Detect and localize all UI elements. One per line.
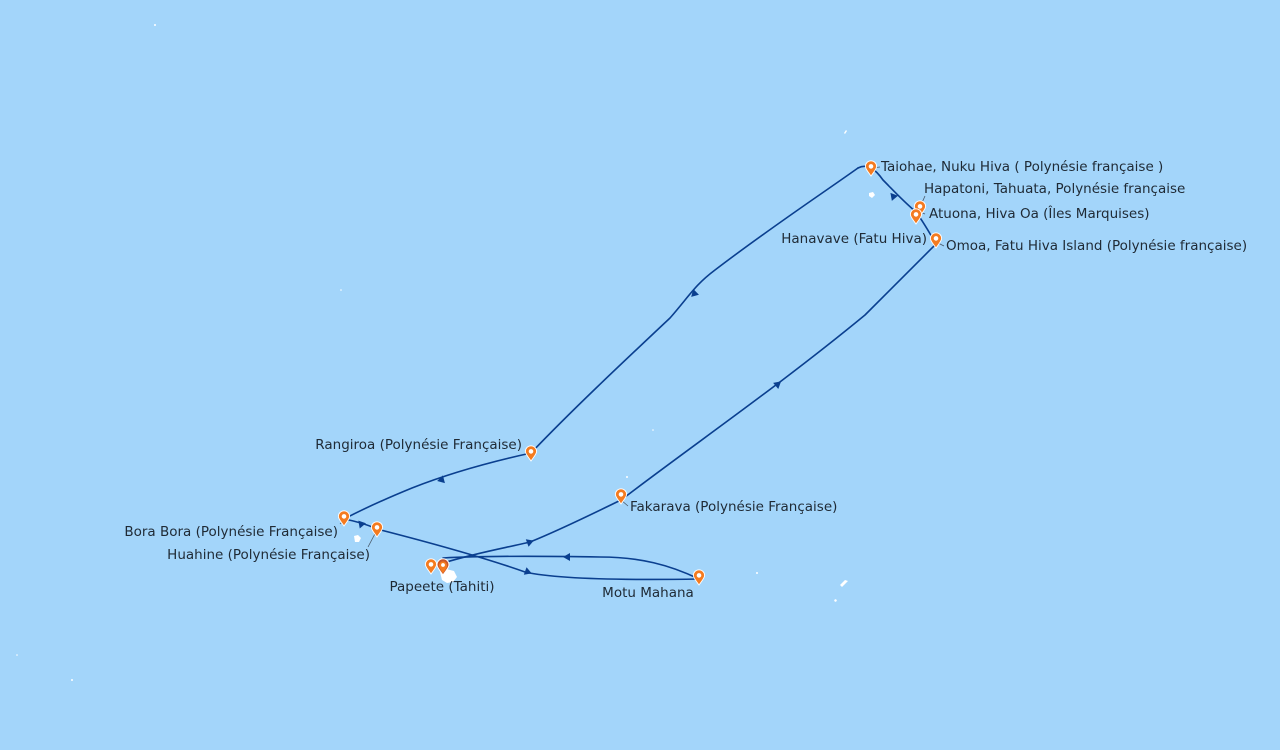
port-label-taiohae[interactable]: Taiohae, Nuku Hiva ( Polynésie française… <box>880 159 1163 175</box>
islet <box>652 429 654 431</box>
port-labels: Taiohae, Nuku Hiva ( Polynésie française… <box>124 159 1247 601</box>
route-leg-fakarava-omoa <box>620 243 937 501</box>
arrow-icon <box>523 567 532 575</box>
route-leg-rangiroa-bora <box>343 452 532 520</box>
route-leg-taiohae-rangiroa <box>530 167 859 454</box>
arrow-icon <box>358 520 366 529</box>
arrow-icon <box>691 289 699 297</box>
islet <box>626 476 628 478</box>
port-label-fakarava[interactable]: Fakarava (Polynésie Française) <box>630 499 837 515</box>
island-nuku-hiva <box>869 192 875 198</box>
arrow-icon <box>773 381 782 389</box>
port-label-hapatoni[interactable]: Hapatoni, Tahuata, Polynésie française <box>924 181 1185 197</box>
islet <box>16 654 18 656</box>
route-layer <box>343 165 937 581</box>
port-label-hanavave[interactable]: Hanavave (Fatu Hiva) <box>781 231 927 247</box>
port-label-motu-mahana[interactable]: Motu Mahana <box>602 585 694 601</box>
port-label-bora-bora[interactable]: Bora Bora (Polynésie Française) <box>124 524 338 540</box>
islet <box>154 24 156 26</box>
arrow-icon <box>437 475 445 484</box>
port-label-huahine[interactable]: Huahine (Polynésie Française) <box>167 547 370 563</box>
arrow-icon <box>890 192 898 201</box>
island-bora-bora <box>354 535 361 542</box>
arrow-icon <box>563 553 570 561</box>
island-atoll-small <box>834 599 837 602</box>
islet <box>756 572 758 574</box>
island-north <box>844 130 847 134</box>
islet <box>340 289 342 291</box>
islet <box>71 679 73 681</box>
route-leg-motu-papeete <box>442 555 700 580</box>
island-east-atoll <box>840 580 848 587</box>
port-label-omoa[interactable]: Omoa, Fatu Hiva Island (Polynésie frança… <box>946 238 1247 254</box>
port-label-atuona[interactable]: Atuona, Hiva Oa (Îles Marquises) <box>929 204 1150 222</box>
arrow-icon <box>525 539 534 547</box>
port-label-papeete[interactable]: Papeete (Tahiti) <box>389 579 494 595</box>
port-label-rangiroa[interactable]: Rangiroa (Polynésie Française) <box>315 437 522 453</box>
